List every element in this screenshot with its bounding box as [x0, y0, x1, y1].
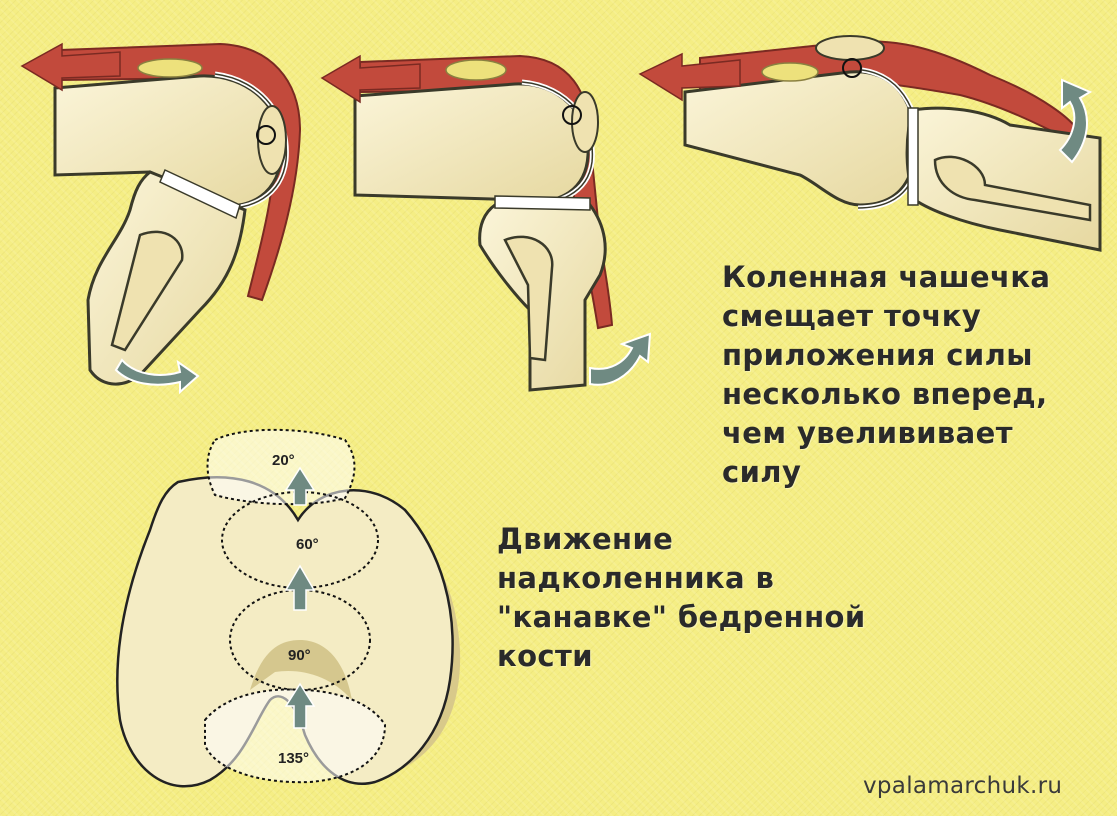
- femoral-groove-diagram: 20° 60° 90° 135°: [117, 430, 460, 786]
- patella-function-caption: Коленная чашечка смещает точку приложени…: [722, 258, 1050, 492]
- rotation-arrow-icon: [590, 334, 650, 385]
- femur: [685, 72, 915, 205]
- caption-line: кости: [497, 637, 866, 676]
- watermark: vpalamarchuk.ru: [863, 773, 1062, 799]
- femur: [355, 84, 588, 201]
- caption-line: силу: [722, 453, 1050, 492]
- knee-extended-panel: [640, 36, 1100, 250]
- patella: [816, 36, 884, 60]
- knee-flexed-panel: [22, 44, 300, 392]
- caption-line: смещает точку: [722, 297, 1050, 336]
- knee-semiflexed-panel: [322, 56, 650, 390]
- patella: [258, 106, 286, 174]
- caption-line: Движение: [497, 520, 866, 559]
- caption-line: несколько вперед,: [722, 375, 1050, 414]
- angle-label-135: 135°: [278, 750, 309, 767]
- caption-line: "канавке" бедренной: [497, 598, 866, 637]
- caption-line: приложения силы: [722, 336, 1050, 375]
- caption-line: надколенника в: [497, 559, 866, 598]
- caption-line: Коленная чашечка: [722, 258, 1050, 297]
- groove-motion-caption: Движение надколенника в "канавке" бедрен…: [497, 520, 866, 676]
- rotation-arrow-icon: [116, 360, 198, 392]
- angle-label-60: 60°: [296, 536, 319, 553]
- angle-label-20: 20°: [272, 452, 295, 469]
- angle-label-90: 90°: [288, 647, 311, 664]
- caption-line: чем увелививает: [722, 414, 1050, 453]
